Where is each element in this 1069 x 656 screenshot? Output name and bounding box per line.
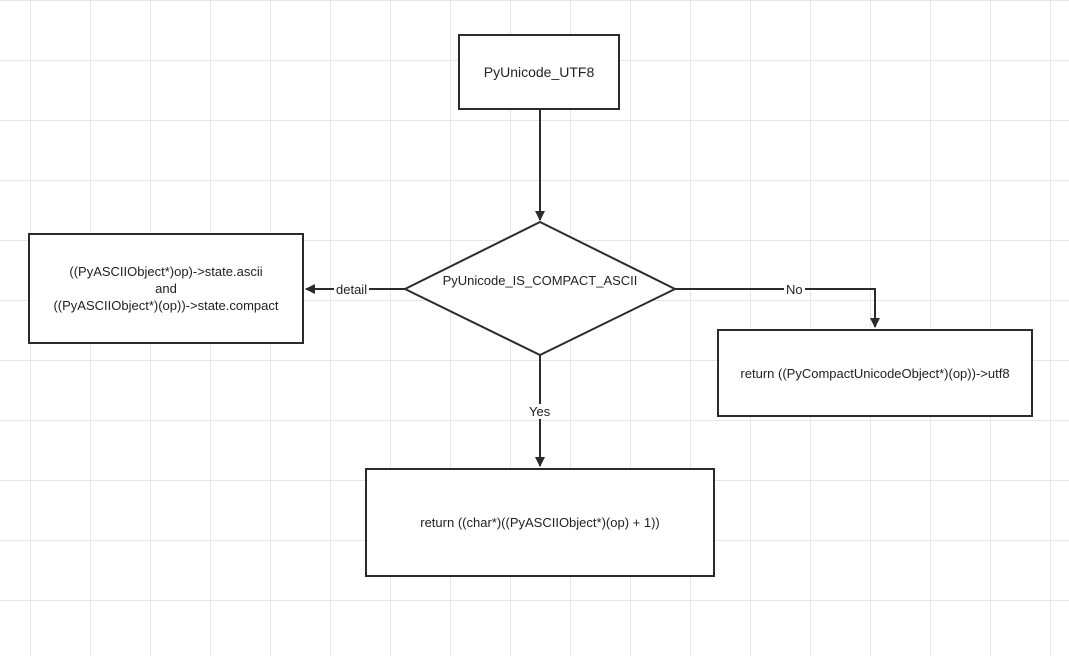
detail-node[interactable]: ((PyASCIIObject*)op)->state.ascii and ((…: [28, 233, 304, 344]
yes-branch-node-label: return ((char*)((PyASCIIObject*)(op) + 1…: [420, 515, 660, 530]
decision-node-label: PyUnicode_IS_COMPACT_ASCII: [442, 273, 638, 288]
edge-label-no: No: [784, 282, 805, 297]
no-branch-node-label: return ((PyCompactUnicodeObject*)(op))->…: [740, 365, 1010, 381]
edge-label-detail: detail: [334, 282, 370, 297]
start-node-label: PyUnicode_UTF8: [483, 63, 595, 80]
edge-label-yes: Yes: [527, 404, 553, 419]
start-node[interactable]: PyUnicode_UTF8: [458, 34, 620, 110]
detail-node-label: ((PyASCIIObject*)op)->state.ascii and ((…: [53, 264, 279, 313]
no-branch-node[interactable]: return ((PyCompactUnicodeObject*)(op))->…: [717, 329, 1033, 417]
edge-decision-to-no: [675, 288, 880, 328]
yes-branch-node[interactable]: return ((char*)((PyASCIIObject*)(op) + 1…: [365, 468, 715, 577]
